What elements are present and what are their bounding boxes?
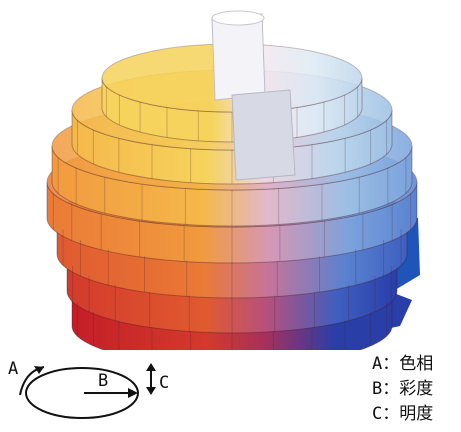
- legend-letter: A: [372, 354, 383, 374]
- color-solid: [46, 10, 420, 350]
- legend: A：色相 B：彩度 C：明度: [372, 352, 433, 427]
- legend-row-chroma: B：彩度: [372, 377, 433, 402]
- legend-separator: ：: [382, 354, 400, 374]
- legend-separator: ：: [382, 404, 400, 424]
- terrace-grid: [52, 86, 412, 350]
- legend-letter: C: [372, 404, 383, 424]
- hue-arrow-head: [34, 366, 44, 374]
- key-label-a: A: [8, 359, 18, 379]
- gray-core: [231, 89, 296, 181]
- color-solid-illustration: [46, 10, 420, 350]
- key-label-c: C: [159, 373, 169, 393]
- legend-separator: ：: [382, 379, 400, 399]
- legend-letter: B: [372, 379, 383, 399]
- value-arrow-head-down: [146, 387, 156, 395]
- value-arrow-head-up: [146, 363, 156, 371]
- legend-term-hue: 色相: [399, 354, 434, 374]
- white-tower-cap: [211, 10, 265, 26]
- white-tower: [211, 13, 266, 101]
- chroma-arrow-head: [128, 388, 138, 398]
- axis-key-diagram: A B C: [8, 359, 169, 419]
- legend-term-value: 明度: [399, 404, 434, 424]
- key-label-b: B: [98, 371, 108, 391]
- terraces: [46, 43, 418, 350]
- legend-term-chroma: 彩度: [399, 379, 434, 399]
- legend-row-value: C：明度: [372, 402, 433, 427]
- legend-row-hue: A：色相: [372, 352, 433, 377]
